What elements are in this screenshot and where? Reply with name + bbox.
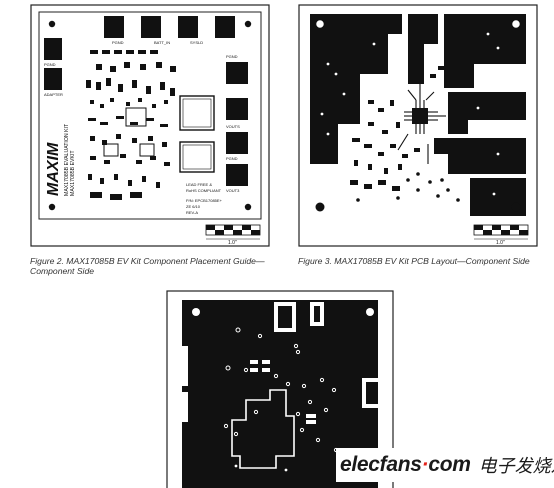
pcb-layout-image: 1.0" — [298, 4, 538, 247]
silk-sysld: SYSLD — [190, 40, 203, 45]
figure-2-caption-line2: Component Side — [30, 266, 95, 276]
figure-3-caption-line1: Figure 3. MAX17085B EV Kit PCB Layout—Co… — [298, 256, 530, 266]
watermark-chinese-text: 电子发烧友 — [478, 456, 554, 477]
scale-label: 1.0" — [496, 240, 505, 246]
silk-rev: REV-A — [186, 210, 198, 215]
silk-date: ZE 6/10 — [186, 204, 201, 209]
silk-vouts: VOUTS — [226, 124, 240, 129]
silk-vout3: VOUT3 — [226, 188, 240, 193]
board-name: MAX17085B EVALUATION KIT — [64, 123, 70, 196]
silk-batt-in: BATT_IN — [154, 40, 170, 45]
silk-pgnd-right: PGND — [226, 54, 238, 59]
scale-bar: 1.0" — [205, 224, 261, 246]
figure-3: 1.0" — [298, 4, 538, 254]
watermark-brand-dot: · — [421, 453, 429, 476]
scale-label: 1.0" — [228, 240, 237, 246]
elecfans-watermark: elecfans·com 电子发烧友 — [336, 448, 554, 482]
silk-pgnd-left: PGND — [44, 62, 56, 67]
board-part-number: MAX17085B EVKIT — [70, 150, 76, 196]
maxim-logo: MAXIM — [45, 142, 62, 196]
figure-3-caption: Figure 3. MAX17085B EV Kit PCB Layout—Co… — [298, 256, 530, 266]
watermark-brand: elecfans·com — [340, 453, 471, 477]
silk-pgnd-mid: PGND — [226, 156, 238, 161]
figure-2-caption: Figure 2. MAX17085B EV Kit Component Pla… — [30, 256, 265, 276]
figure-2: MAXIM MAX17085B EVALUATION KIT MAX17085B… — [30, 4, 270, 254]
silk-rohs: RoHS COMPLIANT — [186, 188, 222, 193]
silk-adapter: ADAPTER — [44, 92, 63, 97]
watermark-brand-part2: com — [428, 453, 471, 476]
figure-2-caption-line1: Figure 2. MAX17085B EV Kit Component Pla… — [30, 256, 265, 266]
scale-bar: 1.0" — [473, 224, 529, 246]
silk-pgnd-top: PGND — [112, 40, 124, 45]
silk-pn: P/N: EPCB17085E+ — [186, 198, 223, 203]
silk-lead-free: LEAD FREE & — [186, 182, 212, 187]
placement-guide-image: MAXIM MAX17085B EVALUATION KIT MAX17085B… — [30, 4, 270, 247]
watermark-brand-part1: elecfans — [340, 453, 422, 476]
